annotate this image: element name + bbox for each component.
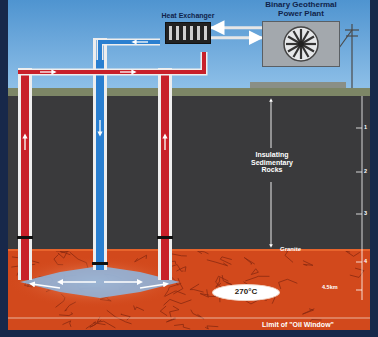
layer-label: Granite	[280, 246, 301, 253]
fracture-zone	[20, 266, 180, 298]
node-heading: Binary Geothermal Power Plant	[254, 1, 348, 19]
coil-stripes	[166, 23, 210, 43]
production-well-right	[157, 68, 173, 280]
temperature-ellipse: 270°C	[212, 284, 280, 301]
surface-arrows	[40, 42, 148, 72]
flow-arrows	[32, 282, 166, 288]
hot-pipe-core	[18, 52, 204, 72]
oil-window-line	[8, 318, 370, 319]
hot-pipe	[18, 52, 204, 72]
plant-building	[262, 21, 340, 67]
power-pole	[339, 24, 359, 88]
sky	[8, 0, 370, 90]
cold-pipe	[100, 42, 160, 60]
depth-ticks	[356, 96, 362, 300]
granite-boundary	[8, 249, 370, 251]
pipe-connector	[211, 26, 262, 29]
ground-surface	[8, 88, 370, 96]
pipe-connector	[211, 36, 262, 39]
depth-number: 4	[364, 258, 367, 264]
power-plant: Binary Geothermal Power Plant	[254, 1, 348, 67]
depth-number: 3	[364, 210, 367, 216]
boundary-label: Limit of "Oil Window"	[262, 321, 334, 329]
cold-pipe-core	[100, 42, 160, 60]
plant-pad	[250, 82, 346, 88]
hot-zone	[7, 256, 183, 308]
turbine-fan	[263, 22, 339, 66]
production-well-left	[17, 68, 33, 280]
temperature-label: 270°C	[213, 288, 279, 297]
pipe-arrows	[25, 120, 165, 150]
depth-number: 1	[364, 124, 367, 130]
exchanger-coil	[165, 22, 211, 44]
node-heading: Heat Exchanger	[158, 12, 218, 20]
sedimentary-rock	[8, 96, 370, 251]
granite	[8, 250, 370, 330]
rock-label: Insulating Sedimentary Rocks	[242, 151, 302, 174]
depth-label: 4.5km	[322, 284, 338, 290]
depth-number: 2	[364, 168, 367, 174]
heat-exchanger: Heat Exchanger	[158, 12, 218, 44]
